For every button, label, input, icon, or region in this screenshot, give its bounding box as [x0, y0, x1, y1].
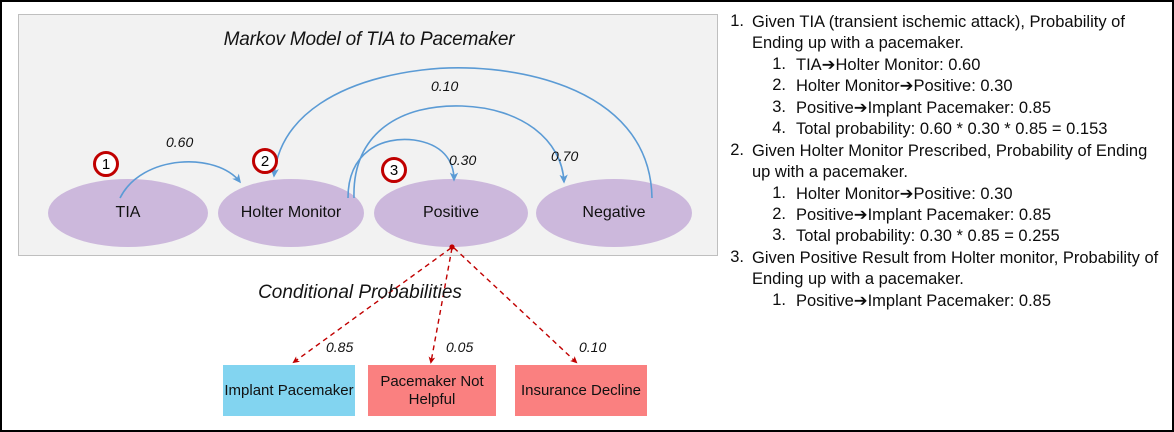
outcome-insurance-decline-label: Insurance Decline	[520, 381, 642, 399]
note-item-1-sub-3-text: Positive➔Implant Pacemaker: 0.85	[796, 98, 1052, 117]
step-marker-2[interactable]: 2	[252, 148, 278, 174]
node-negative[interactable]: Negative	[536, 179, 692, 247]
note-item-1-sub-3: 3. Positive➔Implant Pacemaker: 0.85	[768, 98, 1168, 119]
note-item-1-number: 1.	[730, 12, 744, 30]
note-item-3-sub-1: 1. Positive➔Implant Pacemaker: 0.85	[768, 291, 1168, 312]
probability-label-holter-to-negative: 0.70	[551, 148, 579, 164]
note-item-2: 2. Given Holter Monitor Prescribed, Prob…	[724, 141, 1168, 184]
note-item-1-sub-1-number: 1.	[772, 54, 786, 73]
node-holter-monitor-label: Holter Monitor	[240, 204, 342, 222]
note-item-2-sub-3: 3. Total probability: 0.30 * 0.85 = 0.25…	[768, 226, 1168, 247]
note-item-1-sub-1-text: TIA➔Holter Monitor: 0.60	[796, 55, 981, 74]
note-item-3-sublist: 1. Positive➔Implant Pacemaker: 0.85	[724, 291, 1168, 312]
note-item-2-sub-2-number: 2.	[772, 204, 786, 223]
outcome-insurance-decline[interactable]: Insurance Decline	[515, 365, 647, 416]
step-marker-3[interactable]: 3	[381, 157, 407, 183]
probability-notes-list: 1. Given TIA (transient ischemic attack)…	[724, 12, 1168, 312]
dashed-arrow-implant-pacemaker	[292, 247, 452, 364]
conditional-probabilities-title: Conditional Probabilities	[258, 282, 462, 303]
node-positive-label: Positive	[422, 204, 480, 222]
node-negative-label: Negative	[582, 204, 646, 222]
note-item-3-text: Given Positive Result from Holter monito…	[752, 248, 1159, 289]
note-item-1-sub-2: 2. Holter Monitor➔Positive: 0.30	[768, 76, 1168, 97]
node-holter-monitor[interactable]: Holter Monitor	[218, 179, 364, 247]
note-item-1-sub-4-number: 4.	[772, 119, 786, 138]
outcome-implant-pacemaker-label: Implant Pacemaker	[224, 381, 354, 399]
note-item-2-sub-2-text: Positive➔Implant Pacemaker: 0.85	[796, 205, 1052, 224]
note-item-2-sub-3-number: 3.	[772, 226, 786, 245]
note-item-3-sub-1-text: Positive➔Implant Pacemaker: 0.85	[796, 291, 1052, 310]
note-item-1-text: Given TIA (transient ischemic attack), P…	[752, 13, 1125, 53]
note-item-2-sub-3-text: Total probability: 0.30 * 0.85 = 0.255	[796, 227, 1060, 246]
node-tia[interactable]: TIA	[48, 179, 208, 247]
note-item-2-number: 2.	[730, 140, 744, 159]
note-item-1-sub-3-number: 3.	[772, 97, 786, 116]
note-item-1: 1. Given TIA (transient ischemic attack)…	[724, 12, 1168, 55]
step-marker-1[interactable]: 1	[93, 151, 119, 177]
note-item-1-sub-4-text: Total probability: 0.60 * 0.30 * 0.85 = …	[796, 120, 1108, 139]
node-positive[interactable]: Positive	[374, 179, 528, 247]
note-item-2-sublist: 1. Holter Monitor➔Positive: 0.30 2. Posi…	[724, 184, 1168, 248]
probability-label-implant-pacemaker: 0.85	[326, 339, 354, 355]
outcome-pacemaker-not-helpful[interactable]: Pacemaker Not Helpful	[368, 365, 496, 416]
markov-model-title: Markov Model of TIA to Pacemaker	[223, 29, 515, 50]
note-item-1-sublist: 1. TIA➔Holter Monitor: 0.60 2. Holter Mo…	[724, 55, 1168, 141]
note-item-2-sub-1-text: Holter Monitor➔Positive: 0.30	[796, 184, 1013, 203]
note-item-1-sub-2-text: Holter Monitor➔Positive: 0.30	[796, 77, 1013, 96]
probability-label-tia-to-holter: 0.60	[166, 134, 194, 150]
note-item-2-sub-2: 2. Positive➔Implant Pacemaker: 0.85	[768, 205, 1168, 226]
note-item-3: 3. Given Positive Result from Holter mon…	[724, 248, 1168, 291]
markov-diagram: Markov Model of TIA to Pacemaker	[2, 2, 718, 430]
note-item-3-sub-1-number: 1.	[772, 290, 786, 309]
step-marker-2-label: 2	[260, 152, 270, 170]
note-item-2-text: Given Holter Monitor Prescribed, Probabi…	[752, 141, 1148, 182]
probability-label-holter-to-positive: 0.30	[449, 152, 477, 168]
step-marker-1-label: 1	[101, 155, 111, 173]
node-tia-label: TIA	[115, 204, 141, 222]
outcome-implant-pacemaker[interactable]: Implant Pacemaker	[223, 365, 355, 416]
note-item-1-sub-2-number: 2.	[772, 76, 786, 95]
outcome-pacemaker-not-helpful-label: Pacemaker Not Helpful	[380, 372, 484, 408]
probability-label-positive-to-holter: 0.10	[431, 78, 459, 94]
note-item-2-sub-1-number: 1.	[772, 183, 786, 202]
note-item-1-sub-1: 1. TIA➔Holter Monitor: 0.60	[768, 55, 1168, 76]
probability-label-pacemaker-not-helpful: 0.05	[446, 339, 474, 355]
note-item-1-sub-4: 4. Total probability: 0.60 * 0.30 * 0.85…	[768, 119, 1168, 140]
note-item-2-sub-1: 1. Holter Monitor➔Positive: 0.30	[768, 184, 1168, 205]
probability-label-insurance-decline: 0.10	[579, 339, 607, 355]
note-item-3-number: 3.	[730, 247, 744, 266]
step-marker-3-label: 3	[389, 161, 399, 179]
